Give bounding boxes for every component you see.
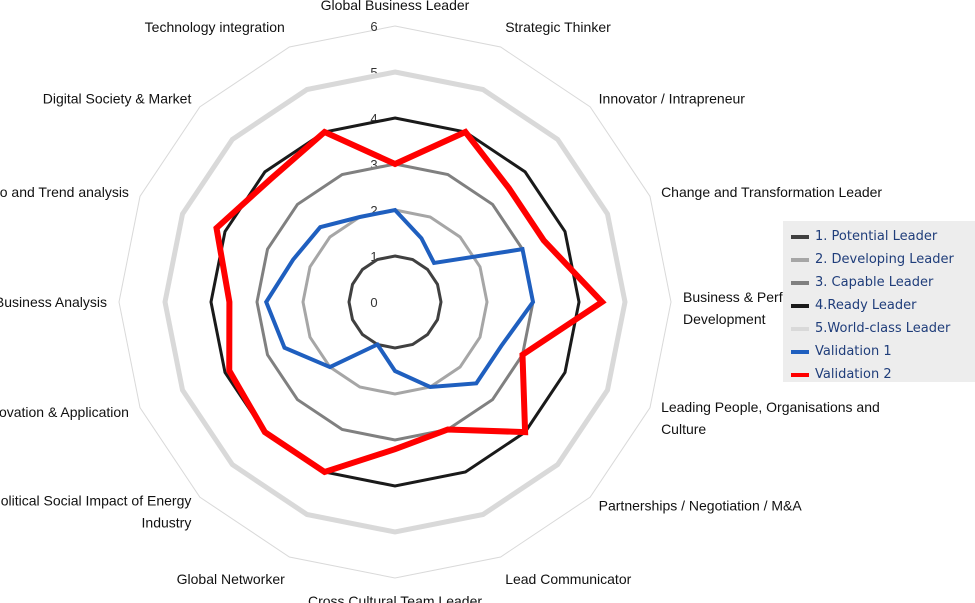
series-line-7 — [213, 128, 607, 476]
legend-item-5: 5.World-class Leader — [787, 317, 971, 340]
legend-label: 2. Developing Leader — [815, 252, 954, 267]
axis-label-line: Cross Cultural Team Leader — [308, 593, 482, 603]
axis-label-line: Innovator / Intrapreneur — [599, 90, 746, 106]
legend-swatch — [791, 303, 809, 308]
tick-label-2: 2 — [370, 203, 377, 218]
legend-item-7: Validation 2 — [787, 363, 971, 386]
series-line-5 — [162, 69, 628, 535]
axis-label-14: Scenario and Trend analysis — [0, 184, 129, 200]
series-line-1 — [347, 254, 443, 350]
axis-label-15: Digital Society & Market — [43, 90, 192, 106]
legend-item-3: 3. Capable Leader — [787, 271, 971, 294]
axis-label-line: Development — [683, 311, 766, 327]
axis-label-10: Global Networker — [177, 571, 285, 587]
legend-swatch — [791, 349, 809, 354]
legend-label: Validation 2 — [815, 367, 892, 382]
axis-label-8: Lead Communicator — [505, 571, 631, 587]
axis-label-line: Scenario and Trend analysis — [0, 184, 129, 200]
grid-outer-ring — [118, 25, 672, 579]
legend-swatch — [791, 326, 809, 331]
grid-layer — [118, 25, 672, 579]
axis-label-line: Culture — [661, 421, 706, 437]
axis-label-12: Energy Innovation & Application — [0, 404, 129, 420]
legend-label: 4.Ready Leader — [815, 298, 917, 313]
tick-label-1: 1 — [370, 249, 377, 264]
legend-item-4: 4.Ready Leader — [787, 294, 971, 317]
legend: 1. Potential Leader 2. Developing Leader 3… — [783, 221, 975, 382]
legend-item-6: Validation 1 — [787, 340, 971, 363]
axis-label-line: Partnerships / Negotiation / M&A — [599, 498, 803, 514]
axis-label-line: Political Social Impact of Energy — [0, 493, 191, 509]
tick-label-3: 3 — [370, 157, 377, 172]
tick-label-4: 4 — [370, 111, 377, 126]
axis-label-line: Industry — [142, 515, 192, 531]
legend-swatch — [791, 257, 809, 262]
axis-label-7: Partnerships / Negotiation / M&A — [599, 498, 803, 514]
axis-label-3: Innovator / Intrapreneur — [599, 90, 746, 106]
axis-label-line: Digital Society & Market — [43, 90, 192, 106]
axis-label-13: Energy Business Analysis — [0, 294, 107, 310]
tick-label-0: 0 — [370, 295, 377, 310]
axis-label-line: Leading People, Organisations and — [661, 399, 880, 415]
legend-item-2: 2. Developing Leader — [787, 248, 971, 271]
legend-swatch — [791, 372, 809, 377]
axis-label-line: Change and Transformation Leader — [661, 184, 882, 200]
axis-label-line: Global Networker — [177, 571, 285, 587]
series-line-6 — [263, 207, 536, 390]
axis-label-line: Energy Innovation & Application — [0, 404, 129, 420]
axis-label-9: Cross Cultural Team Leader — [308, 593, 482, 603]
axis-label-line: Lead Communicator — [505, 571, 631, 587]
axis-label-line: Strategic Thinker — [505, 19, 611, 35]
tick-label-5: 5 — [370, 65, 377, 80]
legend-label: 1. Potential Leader — [815, 229, 938, 244]
legend-item-1: 1. Potential Leader — [787, 225, 971, 248]
legend-label: 3. Capable Leader — [815, 275, 934, 290]
legend-label: 5.World-class Leader — [815, 321, 951, 336]
axis-label-1: Global Business Leader — [321, 0, 470, 13]
legend-label: Validation 1 — [815, 344, 892, 359]
legend-swatch — [791, 280, 809, 285]
axis-label-2: Strategic Thinker — [505, 19, 611, 35]
tick-layer: 0 1 2 3 4 5 6 — [370, 19, 377, 310]
axis-label-16: Technology integration — [145, 19, 285, 35]
series-layer — [162, 69, 628, 535]
axis-label-line: Global Business Leader — [321, 0, 470, 13]
series-line-3 — [255, 162, 535, 442]
axis-label-line: Technology integration — [145, 19, 285, 35]
axis-label-line: Energy Business Analysis — [0, 294, 107, 310]
tick-label-6: 6 — [370, 19, 377, 34]
legend-swatch — [791, 234, 809, 239]
axis-label-4: Change and Transformation Leader — [661, 184, 882, 200]
